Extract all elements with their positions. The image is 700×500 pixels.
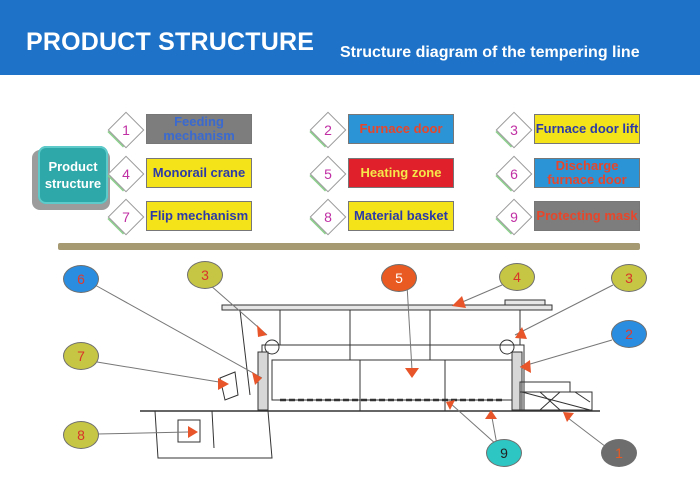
callout-5: 5	[381, 264, 417, 292]
arrow-3-right	[515, 327, 527, 339]
legend-label-heating-zone: Heating zone	[348, 158, 454, 188]
monorail-beam	[221, 304, 553, 311]
left-support-line	[239, 309, 251, 396]
callout-3-right: 3	[611, 264, 647, 292]
flip-mechanism-shape	[219, 371, 239, 401]
callout-7: 7	[63, 342, 99, 370]
material-basket-shape	[177, 419, 201, 443]
legend-label-furnace-door: Furnace door	[348, 114, 454, 144]
page-title: PRODUCT STRUCTURE	[26, 28, 315, 56]
right-lift-wheel	[499, 339, 515, 355]
quench-pit	[140, 410, 273, 459]
discharge-door-shape	[257, 351, 269, 411]
header-banner: PRODUCT STRUCTURE Structure diagram of t…	[0, 0, 700, 75]
legend-item-1: 1 Feeding mechanism	[107, 111, 252, 149]
legend-item-7: 7 Flip mechanism	[107, 198, 252, 236]
legend-item-9: 9 Protecting mask	[495, 198, 640, 236]
arrow-5	[405, 368, 419, 378]
legend-label-furnace-door-lift: Furnace door lift	[534, 114, 640, 144]
left-lift-wheel	[264, 339, 280, 355]
legend-label-material-basket: Material basket	[348, 201, 454, 231]
arrow-2	[520, 360, 531, 373]
legend-item-2: 2 Furnace door	[309, 111, 454, 149]
arrow-8	[188, 426, 198, 438]
legend-label-feeding-mechanism: Feeding mechanism	[146, 114, 252, 144]
callout-2: 2	[611, 320, 647, 348]
arrow-7	[218, 378, 229, 390]
legend-label-protecting-mask: Protecting mask	[534, 201, 640, 231]
callout-1: 1	[601, 439, 637, 467]
feeding-rollers	[519, 381, 571, 393]
legend-item-8: 8 Material basket	[309, 198, 454, 236]
legend-label-discharge-furnace-door: Discharge furnace door	[534, 158, 640, 188]
legend-item-3: 3 Furnace door lift	[495, 111, 640, 149]
arrow-1	[563, 412, 574, 422]
legend-label-flip-mechanism: Flip mechanism	[146, 201, 252, 231]
product-structure-box: Product structure	[38, 146, 108, 204]
callout-9: 9	[486, 439, 522, 467]
callout-4: 4	[499, 263, 535, 291]
arrow-9b	[485, 410, 497, 419]
arrow-9a	[446, 400, 455, 410]
arrow-6	[252, 372, 262, 385]
arrow-3-left	[257, 325, 267, 337]
section-divider	[58, 243, 640, 250]
furnace-door-shape	[511, 351, 523, 411]
callout-3-left: 3	[187, 261, 223, 289]
callout-8: 8	[63, 421, 99, 449]
monorail-cap	[504, 299, 546, 306]
legend-item-5: 5 Heating zone	[309, 155, 454, 193]
furnace-chamber	[271, 359, 515, 401]
arrow-4	[452, 296, 466, 308]
legend-label-monorail-crane: Monorail crane	[146, 158, 252, 188]
legend-item-6: 6 Discharge furnace door	[495, 155, 640, 193]
page-subtitle: Structure diagram of the tempering line	[340, 44, 640, 61]
legend-item-4: 4 Monorail crane	[107, 155, 252, 193]
callout-6: 6	[63, 265, 99, 293]
